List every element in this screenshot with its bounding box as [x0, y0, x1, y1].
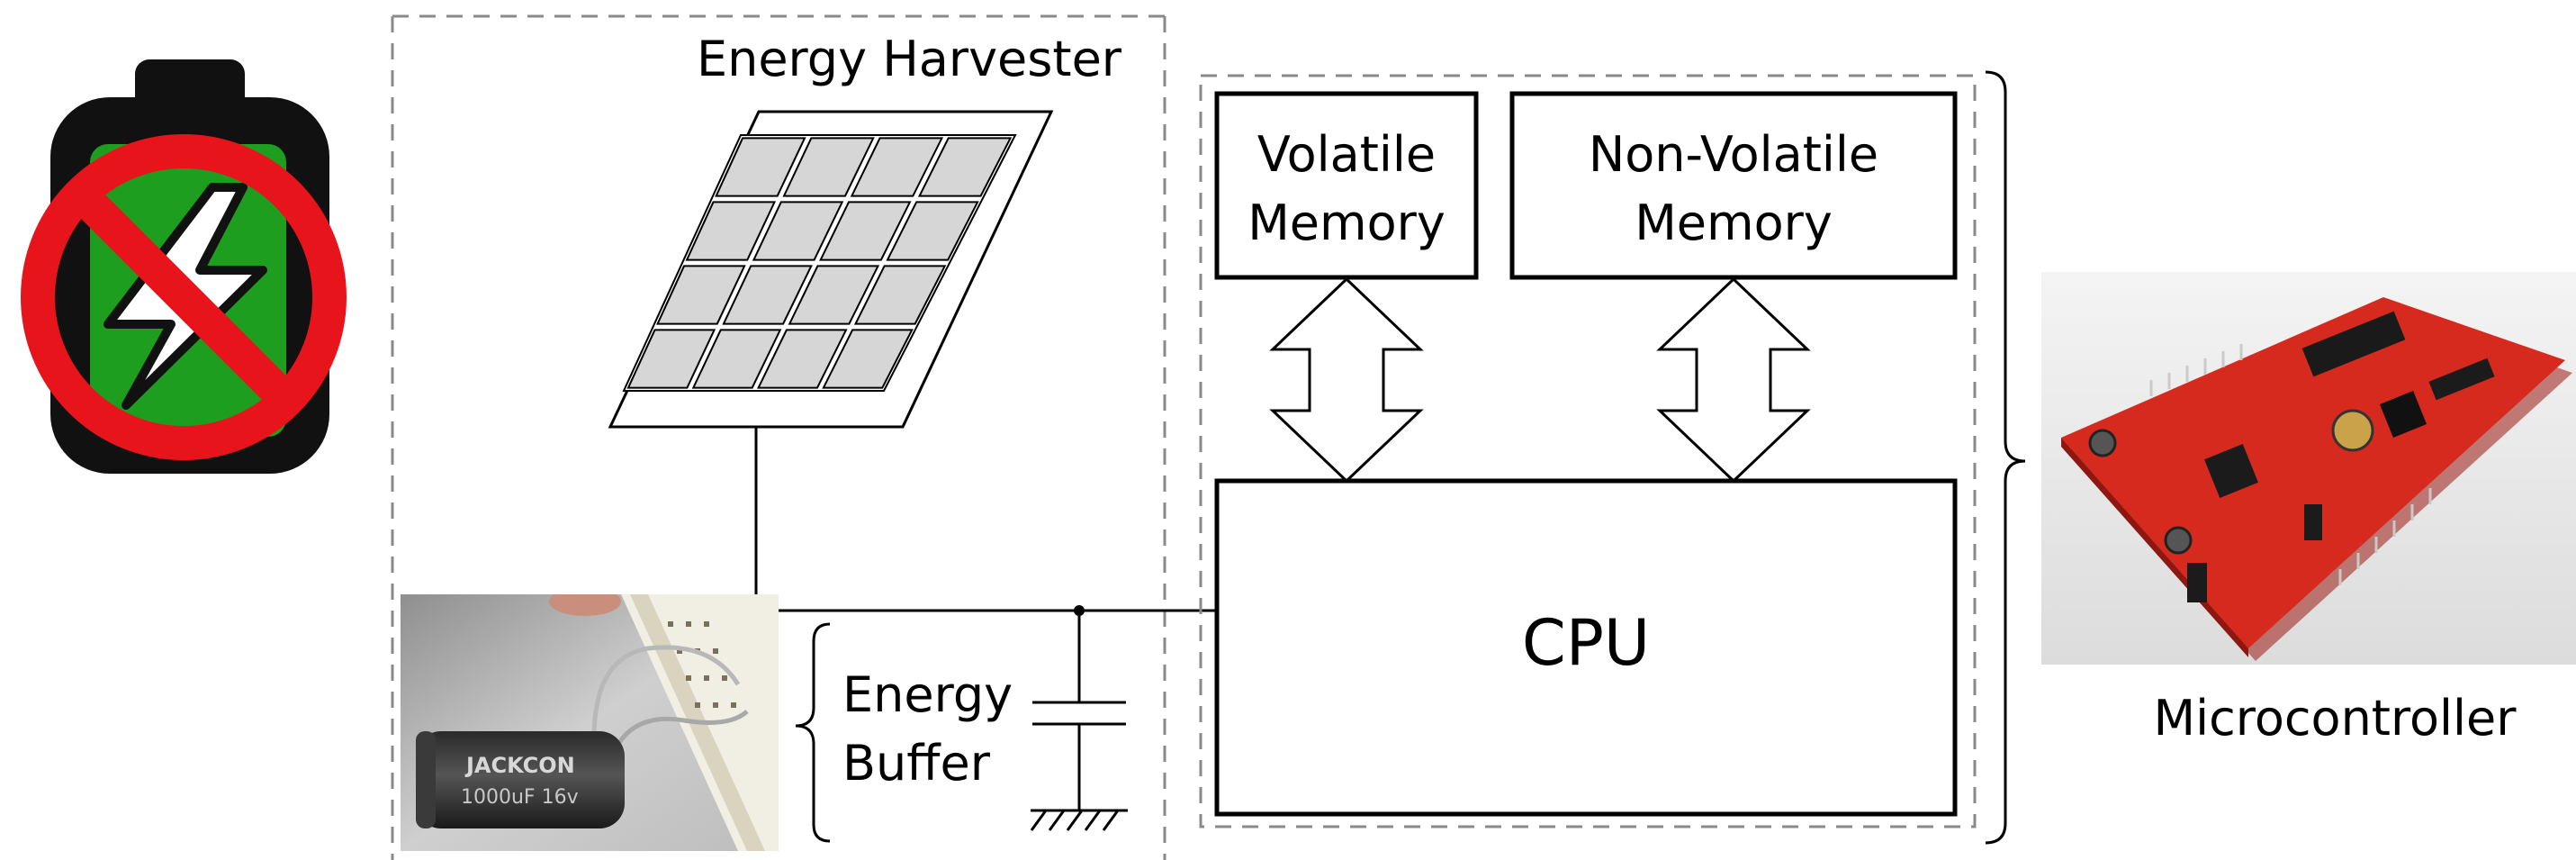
ground-symbol-icon [1030, 809, 1128, 831]
solar-cell [685, 201, 777, 261]
microcontroller-board-photo [2041, 272, 2576, 665]
solar-cell [853, 265, 947, 325]
non-volatile-memory-bus-arrow [1656, 276, 1811, 484]
cpu-block [1214, 478, 1958, 817]
solar-panel-icon [608, 110, 1054, 429]
energy-harvester-label: Energy Harvester [697, 31, 1122, 87]
solar-cell [691, 329, 782, 389]
cpu-label: CPU [1522, 606, 1650, 680]
capacitor-rating-text: 1000uF 16v [461, 786, 579, 809]
solar-cell [715, 137, 806, 197]
microcontroller-region-border [1199, 74, 1977, 828]
solar-cell [656, 265, 746, 325]
energy-buffer-brace [795, 622, 831, 843]
capacitor-brand-text: JACKCON [464, 753, 575, 778]
capacitor-photo: JACKCON 1000uF 16v [401, 594, 779, 851]
solar-cell [626, 329, 716, 389]
harvester-region-border [391, 14, 1166, 860]
non-volatile-memory-label-line2: Memory [1635, 195, 1833, 251]
no-battery-icon [21, 59, 347, 474]
solar-cell [752, 201, 844, 261]
energy-buffer-label-line1: Energy [842, 666, 1013, 723]
solar-cell [722, 265, 813, 325]
non-volatile-memory-block [1509, 91, 1958, 280]
capacitor-symbol-icon [1032, 701, 1126, 726]
solar-cell [819, 201, 912, 261]
energy-buffer-label-line2: Buffer [842, 735, 991, 792]
solar-panel-cells [626, 137, 1013, 389]
microcontroller-label: Microcontroller [2154, 690, 2517, 747]
solar-cell [788, 265, 880, 325]
solar-cell [756, 329, 848, 389]
solar-cell [850, 137, 944, 197]
volatile-memory-bus-arrow [1269, 276, 1424, 484]
solar-cell [822, 329, 914, 389]
non-volatile-memory-label-line1: Non-Volatile [1589, 126, 1878, 183]
microcontroller-brace [1985, 70, 2026, 845]
volatile-memory-label-line2: Memory [1247, 195, 1446, 251]
solar-cell [782, 137, 875, 197]
solar-cell [886, 201, 979, 261]
solar-cell [917, 137, 1013, 197]
wire-junction-dot [1074, 605, 1085, 616]
volatile-memory-block [1214, 91, 1479, 280]
volatile-memory-label-line1: Volatile [1257, 126, 1436, 183]
